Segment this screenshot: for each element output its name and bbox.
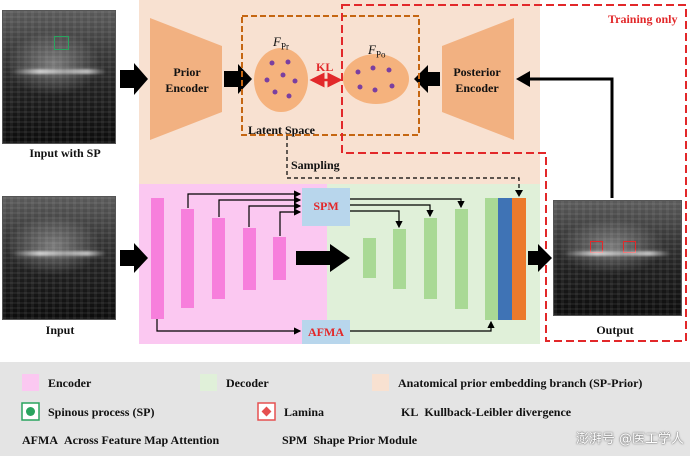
training-only-label: Training only: [608, 12, 678, 26]
f-po-label: FPo: [368, 42, 386, 60]
arrow-input-to-prior: [120, 63, 148, 95]
f-po-dots: [355, 65, 395, 93]
input-image: [2, 196, 116, 320]
arrow-input-to-encoder: [120, 243, 148, 273]
arrow-bottleneck: [296, 244, 350, 272]
sampling-path: [286, 136, 520, 194]
latent-space-box: [241, 15, 420, 136]
watermark: 澎湃号 @医工学人: [575, 432, 684, 447]
legend-kl: KL Kullback-Leibler divergence: [401, 405, 572, 419]
f-po-ellipse: [343, 54, 409, 104]
legend-spinous-process: Spinous process (SP): [48, 405, 155, 419]
latent-space-label: Latent Space: [248, 123, 315, 137]
sampling-label: Sampling: [291, 158, 340, 172]
arrow-posterior-to-latent: [414, 65, 440, 93]
f-pr-ellipse: [254, 48, 308, 112]
afma-label: AFMA: [308, 325, 344, 339]
sp-marker-box: [54, 36, 69, 50]
arrow-decoder-to-output: [528, 244, 552, 272]
input-label: Input: [45, 323, 75, 337]
legend-decoder: Decoder: [226, 376, 269, 390]
f-pr-label: FPr: [273, 34, 289, 52]
input-with-sp-image: [2, 10, 116, 144]
posterior-encoder-label: Posterior Encoder: [453, 65, 501, 95]
output-label: Output: [596, 323, 634, 337]
f-pr-dots: [264, 59, 298, 99]
kl-label: KL: [316, 60, 334, 74]
prior-encoder-label: Prior Encoder: [165, 65, 209, 95]
feedback-line: [530, 77, 614, 198]
arrow-prior-to-latent: [224, 64, 252, 94]
legend-spm: SPM Shape Prior Module: [282, 433, 418, 447]
prior-encoder-funnel: [150, 18, 222, 140]
legend-afma: AFMA Across Feature Map Attention: [22, 433, 220, 447]
spm-box: [302, 188, 350, 226]
training-only-region: [341, 4, 687, 342]
legend-encoder: Encoder: [48, 376, 92, 390]
legend-prior-branch: Anatomical prior embedding branch (SP-Pr…: [398, 376, 643, 390]
afma-box: [302, 320, 350, 344]
spm-label: SPM: [313, 199, 339, 213]
posterior-encoder-funnel: [442, 18, 514, 140]
legend-background: [0, 362, 690, 456]
legend-lamina: Lamina: [284, 405, 325, 419]
output-image: [553, 200, 682, 316]
input-with-sp-label: Input with SP: [29, 146, 101, 160]
